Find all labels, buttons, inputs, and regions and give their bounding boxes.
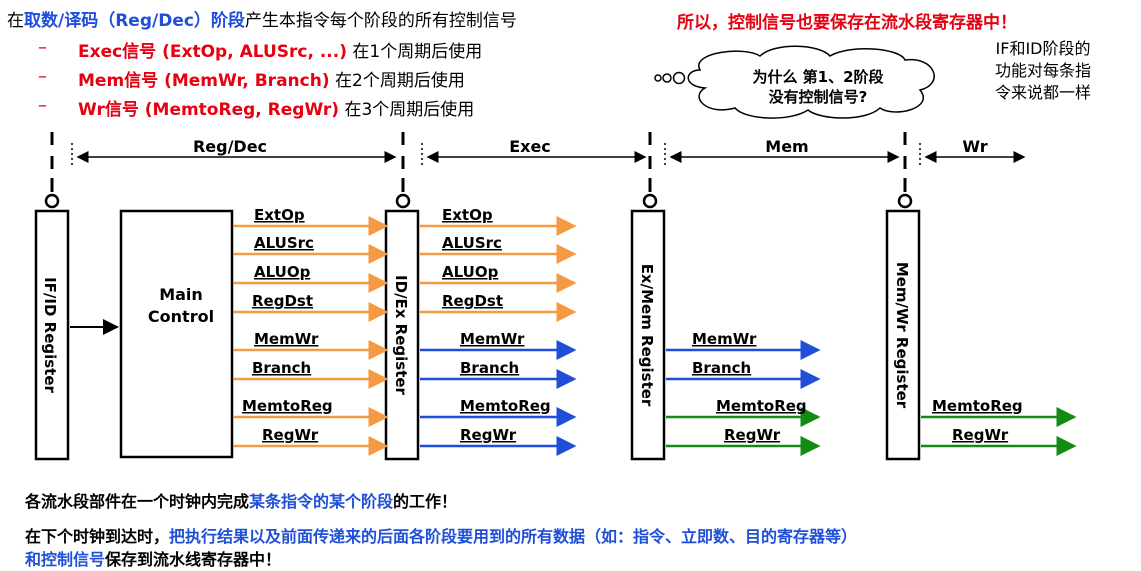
stage-exec: Exec (509, 137, 551, 156)
right-note-line-2: 功能对每条指 (995, 61, 1092, 80)
bottom-line-3: 和控制信号保存到流水线寄存器中！ (25, 546, 281, 570)
ifid-register (34, 209, 70, 461)
memwr-register (885, 209, 921, 461)
bullet-2-label: Mem信号 (MemWr, Branch) (78, 71, 330, 91)
dotted-boundaries (71, 143, 921, 165)
memwr-register-label: Mem/Wr Register (893, 262, 911, 409)
bullet-3-label: Wr信号 (MemtoReg, RegWr) (78, 100, 340, 120)
col1-signal-label-regdst: RegDst (252, 292, 313, 310)
col3-signal-label-regwr: RegWr (724, 426, 781, 444)
col3-signal-label-branch: Branch (692, 359, 751, 377)
col1-signal-label-extop: ExtOp (254, 206, 305, 224)
bullet-dash-1: – (38, 37, 47, 58)
col3-signal-label-memwr: MemWr (692, 330, 757, 348)
bullet-3-text: 在3个周期后使用 (344, 100, 475, 120)
bottom-line-1-b: 某条指令的某个阶段 (249, 492, 394, 511)
bullet-3: Wr信号 (MemtoReg, RegWr) 在3个周期后使用 (78, 95, 474, 120)
col2-signal-label-memwr: MemWr (460, 330, 525, 348)
idex-register (384, 209, 420, 461)
register-clock-circles (44, 193, 913, 209)
bullet-1: Exec信号 (ExtOp, ALUSrc, ...) 在1个周期后使用 (78, 37, 482, 62)
signal-lines (233, 216, 1077, 456)
bottom-line-3-b: 保存到流水线寄存器中！ (105, 550, 282, 569)
thought-cloud (654, 45, 935, 119)
bottom-line-2-a: 在下个时钟到达时， (25, 527, 170, 546)
red-note: 所以，控制信号也要保存在流水段寄存器中！ (677, 13, 1017, 33)
right-note: IF和ID阶段的 功能对每条指 令来说都一样 (995, 38, 1091, 104)
ifid-register-label: IF/ID Register (41, 277, 59, 393)
bottom-line-1: 各流水段部件在一个时钟内完成某条指令的某个阶段的工作！ (25, 488, 457, 512)
intro-stage: 取数/译码（Reg/Dec）阶段 (24, 11, 245, 31)
bottom-line-2: 在下个时钟到达时，把执行结果以及前面传递来的后面各阶段要用到的所有数据（如：指令… (25, 523, 857, 547)
col2-signal-label-aluop: ALUOp (442, 263, 499, 281)
col1-signal-label-memwr: MemWr (254, 330, 319, 348)
col2-signal-label-regwr: RegWr (460, 426, 517, 444)
col2-signal-label-alusrc: ALUSrc (442, 234, 502, 252)
bottom-line-1-a: 各流水段部件在一个时钟内完成 (25, 492, 250, 511)
thought-line-2: 没有控制信号? (769, 88, 868, 106)
col1-signal-label-branch: Branch (252, 359, 311, 377)
col3-signal-label-memtoreg: MemtoReg (716, 397, 807, 415)
bottom-line-3-a: 和控制信号 (25, 550, 106, 569)
intro-line: 在取数/译码（Reg/Dec）阶段产生本指令每个阶段的所有控制信号 (7, 6, 517, 31)
col1-signal-label-regwr: RegWr (262, 426, 319, 444)
idex-register-label: ID/Ex Register (392, 275, 410, 396)
bullet-1-text: 在1个周期后使用 (352, 42, 483, 62)
col2-signal-label-memtoreg: MemtoReg (460, 397, 551, 415)
col2-signal-label-regdst: RegDst (442, 292, 503, 310)
stage-wr: Wr (962, 137, 987, 156)
col1-signal-label-aluop: ALUOp (254, 263, 311, 281)
main-control-box (119, 209, 234, 459)
col1-signal-label-alusrc: ALUSrc (254, 234, 314, 252)
col4-signal-label-regwr: RegWr (952, 426, 1009, 444)
bottom-line-1-c: 的工作！ (393, 492, 458, 511)
exmem-register-label: Ex/Mem Register (638, 264, 656, 407)
right-note-line-3: 令来说都一样 (995, 83, 1092, 102)
bullet-dash-3: – (38, 95, 47, 116)
stage-regdec: Reg/Dec (193, 137, 267, 156)
bottom-line-2-b: 把执行结果以及前面传递来的后面各阶段要用到的所有数据（如：指令、立即数、目的寄存… (169, 527, 858, 546)
intro-suffix: 产生本指令每个阶段的所有控制信号 (244, 11, 517, 31)
col2-signal-label-branch: Branch (460, 359, 519, 377)
main-control-line-2: Control (148, 307, 214, 326)
bullet-dash-2: – (38, 66, 47, 87)
stage-mem: Mem (765, 137, 808, 156)
col1-signal-label-memtoreg: MemtoReg (242, 397, 333, 415)
exmem-register (630, 209, 666, 461)
thought-line-1: 为什么 第1、2阶段 (752, 68, 883, 86)
bullet-1-label: Exec信号 (ExtOp, ALUSrc, ...) (78, 42, 347, 62)
signal-labels: ExtOpALUSrcALUOpRegDstMemWrBranchMemtoRe… (242, 206, 1023, 444)
intro-prefix: 在 (7, 11, 24, 31)
col4-signal-label-memtoreg: MemtoReg (932, 397, 1023, 415)
bullet-2-text: 在2个周期后使用 (335, 71, 465, 91)
right-note-line-1: IF和ID阶段的 (995, 39, 1091, 58)
col2-signal-label-extop: ExtOp (442, 206, 493, 224)
main-control-line-1: Main (159, 285, 203, 304)
bullet-2: Mem信号 (MemWr, Branch) 在2个周期后使用 (78, 66, 465, 91)
clock-marks (50, 132, 907, 192)
